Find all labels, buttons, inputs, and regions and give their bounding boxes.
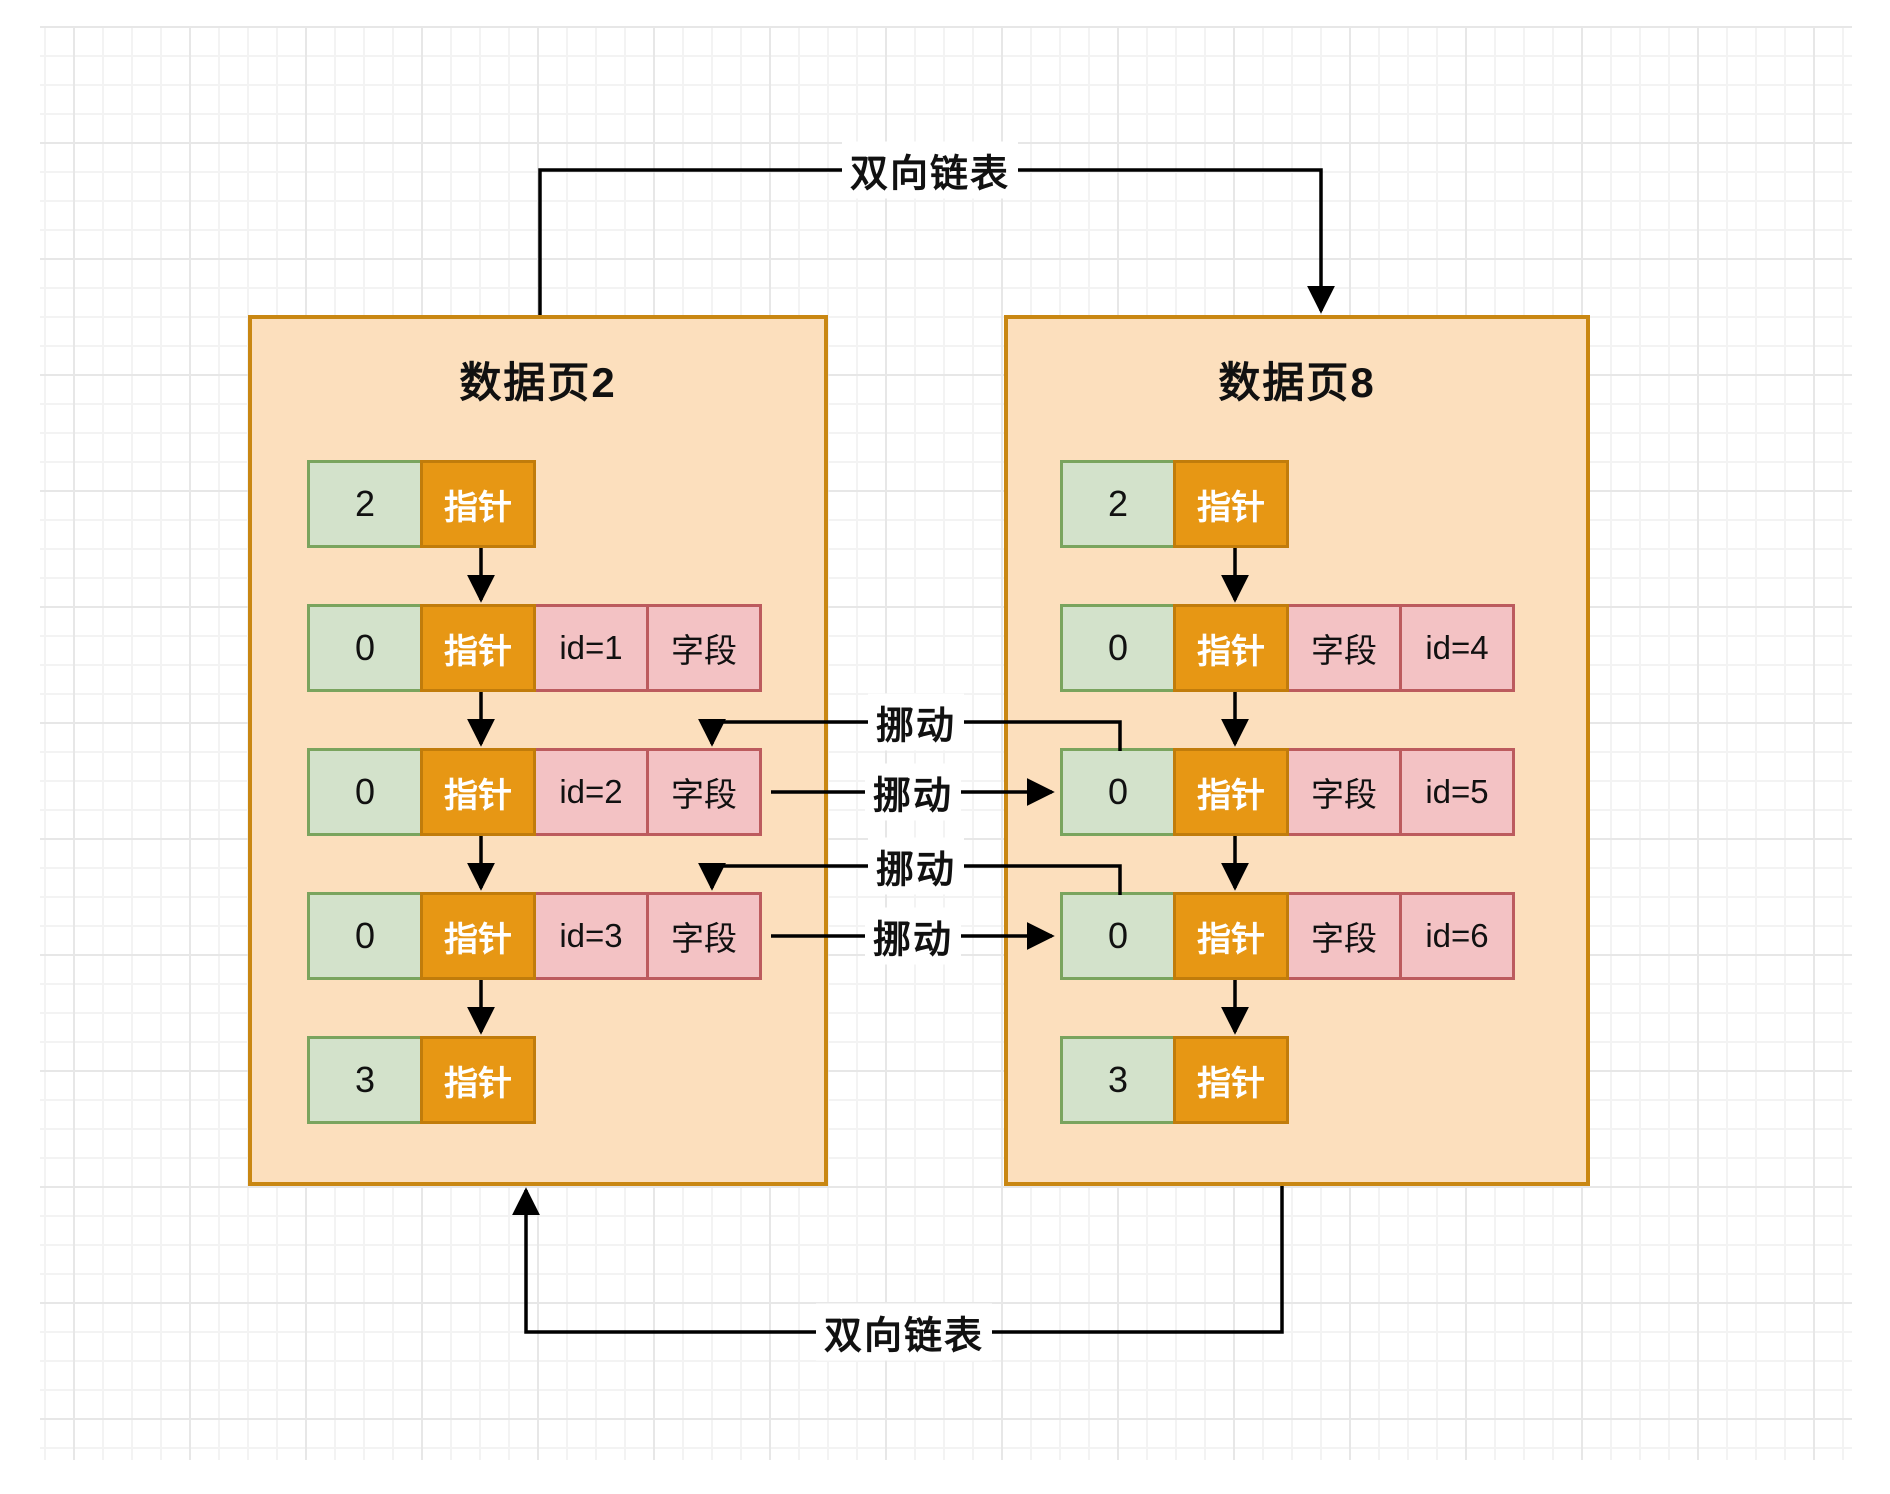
move-label: 挪动 [864, 907, 962, 965]
page-title: 数据页2 [459, 359, 617, 406]
move-label: 挪动 [867, 693, 965, 751]
field-cell: 字段 [1286, 604, 1402, 692]
pointer-cell: 指针 [420, 892, 536, 980]
field-cell: 字段 [646, 604, 762, 692]
slot-count-cell: 0 [307, 748, 423, 836]
record-row: 0 指针 字段 id=4 [1060, 604, 1515, 692]
bottom-link-label: 双向链表 [815, 1303, 993, 1361]
id-cell: id=6 [1399, 892, 1515, 980]
record-row: 3 指针 [307, 1036, 536, 1124]
field-cell: 字段 [646, 892, 762, 980]
slot-count-cell: 3 [1060, 1036, 1176, 1124]
record-row: 0 指针 字段 id=5 [1060, 748, 1515, 836]
pointer-cell: 指针 [1173, 460, 1289, 548]
id-cell: id=3 [533, 892, 649, 980]
pointer-cell: 指针 [1173, 748, 1289, 836]
record-row: 2 指针 [307, 460, 536, 548]
page-title: 数据页8 [1218, 359, 1376, 406]
id-cell: id=5 [1399, 748, 1515, 836]
record-row: 0 指针 id=2 字段 [307, 748, 762, 836]
slot-count-cell: 0 [1060, 892, 1176, 980]
pointer-cell: 指针 [420, 748, 536, 836]
pointer-cell: 指针 [1173, 892, 1289, 980]
move-label: 挪动 [867, 837, 965, 895]
move-label: 挪动 [864, 763, 962, 821]
pointer-cell: 指针 [1173, 1036, 1289, 1124]
pointer-cell: 指针 [1173, 604, 1289, 692]
top-link-label: 双向链表 [841, 141, 1019, 199]
field-cell: 字段 [1286, 748, 1402, 836]
record-row: 0 指针 id=3 字段 [307, 892, 762, 980]
record-row: 2 指针 [1060, 460, 1289, 548]
id-cell: id=2 [533, 748, 649, 836]
data-page-8: 数据页8 2 指针 0 指针 字段 id=4 0 指针 字段 id=5 0 指针… [1004, 315, 1590, 1186]
id-cell: id=1 [533, 604, 649, 692]
pointer-cell: 指针 [420, 1036, 536, 1124]
slot-count-cell: 0 [1060, 748, 1176, 836]
slot-count-cell: 2 [1060, 460, 1176, 548]
pointer-cell: 指针 [420, 460, 536, 548]
id-cell: id=4 [1399, 604, 1515, 692]
slot-count-cell: 0 [307, 604, 423, 692]
slot-count-cell: 3 [307, 1036, 423, 1124]
data-page-2: 数据页2 2 指针 0 指针 id=1 字段 0 指针 id=2 字段 0 指针… [248, 315, 828, 1186]
record-row: 0 指针 字段 id=6 [1060, 892, 1515, 980]
record-row: 3 指针 [1060, 1036, 1289, 1124]
slot-count-cell: 0 [1060, 604, 1176, 692]
slot-count-cell: 2 [307, 460, 423, 548]
slot-count-cell: 0 [307, 892, 423, 980]
record-row: 0 指针 id=1 字段 [307, 604, 762, 692]
field-cell: 字段 [1286, 892, 1402, 980]
field-cell: 字段 [646, 748, 762, 836]
pointer-cell: 指针 [420, 604, 536, 692]
